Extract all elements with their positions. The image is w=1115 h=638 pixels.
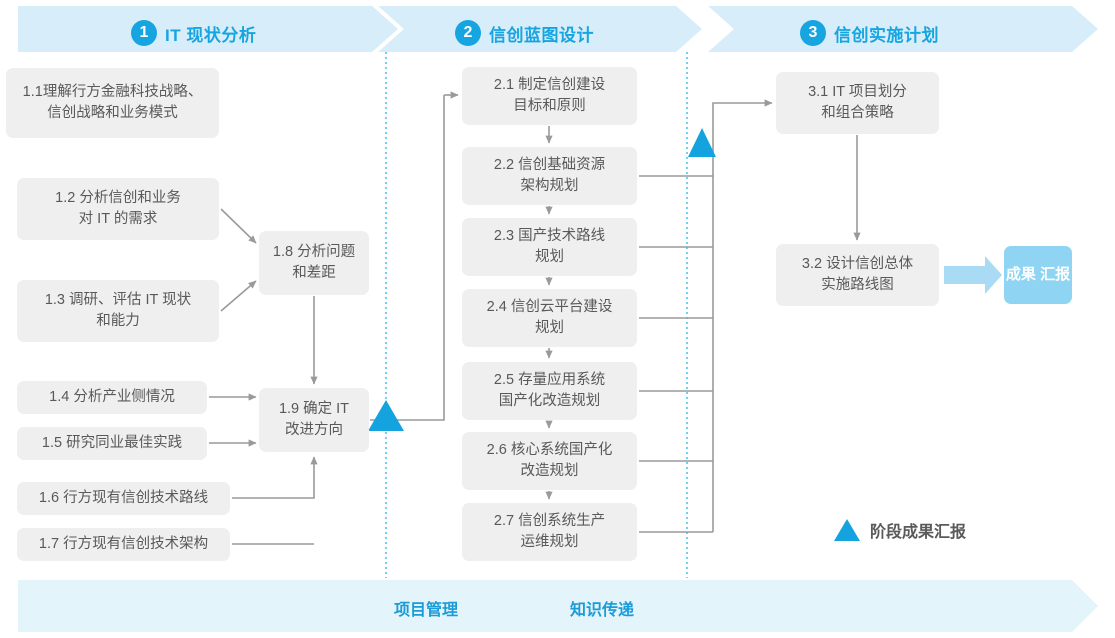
task-line: 规划 (535, 249, 564, 265)
phase-title: 信创蓝图设计 (489, 25, 594, 45)
phase-number-badge: 1 (131, 20, 157, 46)
task-box-2-2[interactable]: 2.2 信创基础资源架构规划 (462, 147, 637, 205)
task-line: 目标和原则 (513, 98, 586, 114)
task-box-2-6[interactable]: 2.6 核心系统国产化改造规划 (462, 432, 637, 490)
task-line: 3.2 设计信创总体 (801, 255, 914, 272)
task-line: 2.3 国产技术路线 (493, 227, 606, 244)
task-line: 1.1理解行方金融科技战略、 (22, 83, 203, 100)
phase-header-2[interactable]: 2 信创蓝图设计 (455, 13, 594, 53)
task-line: 2.2 信创基础资源 (493, 156, 606, 173)
task-line: 对 IT 的需求 (78, 211, 158, 227)
task-line: 2.7 信创系统生产 (493, 512, 606, 529)
task-box-3-2[interactable]: 3.2 设计信创总体实施路线图 (776, 244, 939, 306)
task-box-1-5[interactable]: 1.5 研究同业最佳实践 (17, 427, 207, 460)
task-box-1-4[interactable]: 1.4 分析产业侧情况 (17, 381, 207, 414)
task-line: 1.6 行方现有信创技术路线 (38, 489, 209, 506)
task-line: 2.4 信创云平台建设 (486, 298, 613, 315)
task-line: 规划 (535, 320, 564, 336)
task-box-1-8[interactable]: 1.8 分析问题和差距 (259, 231, 369, 295)
bottom-label-knowledge-transfer: 知识传递 (570, 602, 635, 619)
result-badge-line: 汇报 (1040, 265, 1071, 283)
task-line: 信创战略和业务模式 (47, 105, 178, 121)
task-line: 改进方向 (284, 422, 343, 438)
task-line: 2.5 存量应用系统 (493, 371, 606, 388)
task-line: 1.3 调研、评估 IT 现状 (44, 291, 192, 308)
task-line: 2.1 制定信创建设 (493, 76, 606, 93)
task-line: 架构规划 (520, 178, 579, 194)
task-line: 2.6 核心系统国产化 (486, 441, 613, 458)
task-box-1-3[interactable]: 1.3 调研、评估 IT 现状和能力 (17, 280, 219, 342)
phase-header-3[interactable]: 3 信创实施计划 (800, 13, 939, 53)
task-line: 改造规划 (520, 463, 579, 479)
task-line: 1.5 研究同业最佳实践 (41, 434, 183, 451)
result-badge-line: 成果 (1005, 265, 1036, 283)
result-report-badge[interactable]: 成果 汇报 (1004, 246, 1072, 304)
phase-title: 信创实施计划 (834, 25, 939, 45)
phase-number-badge: 3 (800, 20, 826, 46)
task-box-1-9[interactable]: 1.9 确定 IT 改进方向 (259, 388, 369, 452)
task-box-1-7[interactable]: 1.7 行方现有信创技术架构 (17, 528, 230, 561)
task-box-2-3[interactable]: 2.3 国产技术路线规划 (462, 218, 637, 276)
task-box-1-6[interactable]: 1.6 行方现有信创技术路线 (17, 482, 230, 515)
task-box-3-1[interactable]: 3.1 IT 项目划分和组合策略 (776, 72, 939, 134)
bottom-band (18, 580, 1098, 632)
task-box-1-1[interactable]: 1.1理解行方金融科技战略、信创战略和业务模式 (6, 68, 219, 138)
task-box-2-5[interactable]: 2.5 存量应用系统国产化改造规划 (462, 362, 637, 420)
bottom-label-project-management: 项目管理 (394, 602, 459, 619)
task-box-1-2[interactable]: 1.2 分析信创和业务对 IT 的需求 (17, 178, 219, 240)
task-line: 1.7 行方现有信创技术架构 (38, 535, 209, 552)
task-line: 运维规划 (520, 534, 579, 550)
task-box-2-1[interactable]: 2.1 制定信创建设目标和原则 (462, 67, 637, 125)
task-line: 3.1 IT 项目划分 (808, 83, 907, 100)
phase-title: IT 现状分析 (165, 25, 257, 45)
task-line: 实施路线图 (821, 277, 894, 293)
legend: 阶段成果汇报 (834, 518, 966, 542)
phase-number-badge: 2 (455, 20, 481, 46)
phase-header-1[interactable]: 1 IT 现状分析 (131, 13, 256, 53)
task-box-2-4[interactable]: 2.4 信创云平台建设规划 (462, 289, 637, 347)
task-line: 1.2 分析信创和业务 (55, 189, 181, 206)
task-line: 1.8 分析问题 (272, 243, 356, 260)
task-line: 和差距 (292, 265, 336, 281)
legend-label: 阶段成果汇报 (870, 524, 967, 541)
triangle-up-icon (834, 519, 860, 541)
task-line: 和组合策略 (821, 105, 894, 121)
result-arrow (944, 256, 1002, 294)
task-line: 国产化改造规划 (498, 393, 601, 409)
task-line: 1.9 确定 IT (278, 400, 350, 417)
task-line: 和能力 (96, 313, 140, 329)
task-line: 1.4 分析产业侧情况 (49, 388, 175, 405)
task-box-2-7[interactable]: 2.7 信创系统生产运维规划 (462, 503, 637, 561)
